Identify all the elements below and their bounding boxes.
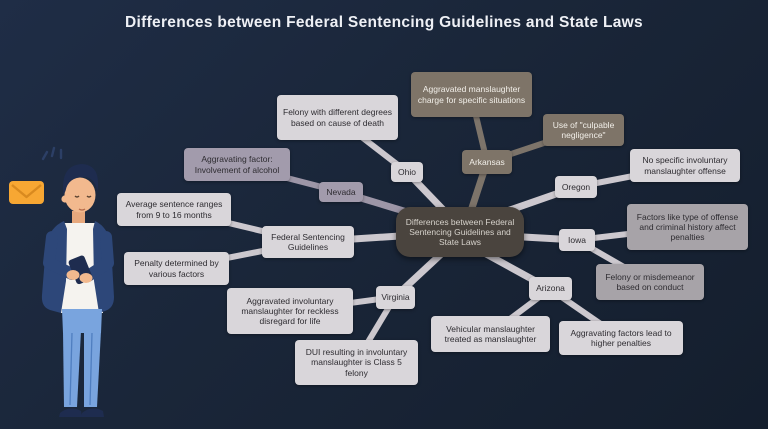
branch-node-oregon[interactable]: Oregon xyxy=(555,176,597,198)
branch-node-ohio[interactable]: Ohio xyxy=(391,162,423,182)
branch-node-virginia[interactable]: Virginia xyxy=(376,286,415,309)
person-torso xyxy=(41,221,114,313)
leaf-node-average-sentence[interactable]: Average sentence ranges from 9 to 16 mon… xyxy=(117,193,231,226)
leaf-node-penalty-factors[interactable]: Penalty determined by various factors xyxy=(124,252,229,285)
central-node[interactable]: Differences between Federal Sentencing G… xyxy=(396,207,524,257)
leaf-node-aggravated-manslaughter-charge[interactable]: Aggravated manslaughter charge for speci… xyxy=(411,72,532,117)
envelope-icon xyxy=(9,181,44,204)
leaf-node-culpable-negligence[interactable]: Use of "culpable negligence" xyxy=(543,114,624,146)
leaf-node-dui-class5-felony[interactable]: DUI resulting in involuntary manslaughte… xyxy=(295,340,418,385)
page-title: Differences between Federal Sentencing G… xyxy=(125,14,643,31)
leaf-node-no-specific-offense[interactable]: No specific involuntary manslaughter off… xyxy=(630,149,740,182)
person-illustration xyxy=(9,146,114,417)
leaf-node-aggravating-higher-penalties[interactable]: Aggravating factors lead to higher penal… xyxy=(559,321,683,355)
person-head xyxy=(61,164,99,225)
branch-node-arizona[interactable]: Arizona xyxy=(529,277,572,300)
branch-node-federal-sentencing-guidelines[interactable]: Federal Sentencing Guidelines xyxy=(262,226,354,258)
leaf-node-vehicular-manslaughter[interactable]: Vehicular manslaughter treated as mansla… xyxy=(431,316,550,352)
branch-node-iowa[interactable]: Iowa xyxy=(559,229,595,251)
surprise-marks-icon xyxy=(41,146,63,161)
person-legs xyxy=(59,309,104,417)
leaf-node-reckless-disregard[interactable]: Aggravated involuntary manslaughter for … xyxy=(227,288,353,334)
leaf-node-felony-degrees[interactable]: Felony with different degrees based on c… xyxy=(277,95,398,140)
branch-node-arkansas[interactable]: Arkansas xyxy=(462,150,512,174)
branch-node-nevada[interactable]: Nevada xyxy=(319,182,363,202)
leaf-node-felony-or-misdemeanor[interactable]: Felony or misdemeanor based on conduct xyxy=(596,264,704,300)
leaf-node-offense-history-penalties[interactable]: Factors like type of offense and crimina… xyxy=(627,204,748,250)
leaf-node-aggravating-alcohol[interactable]: Aggravating factor: Involvement of alcoh… xyxy=(184,148,290,181)
